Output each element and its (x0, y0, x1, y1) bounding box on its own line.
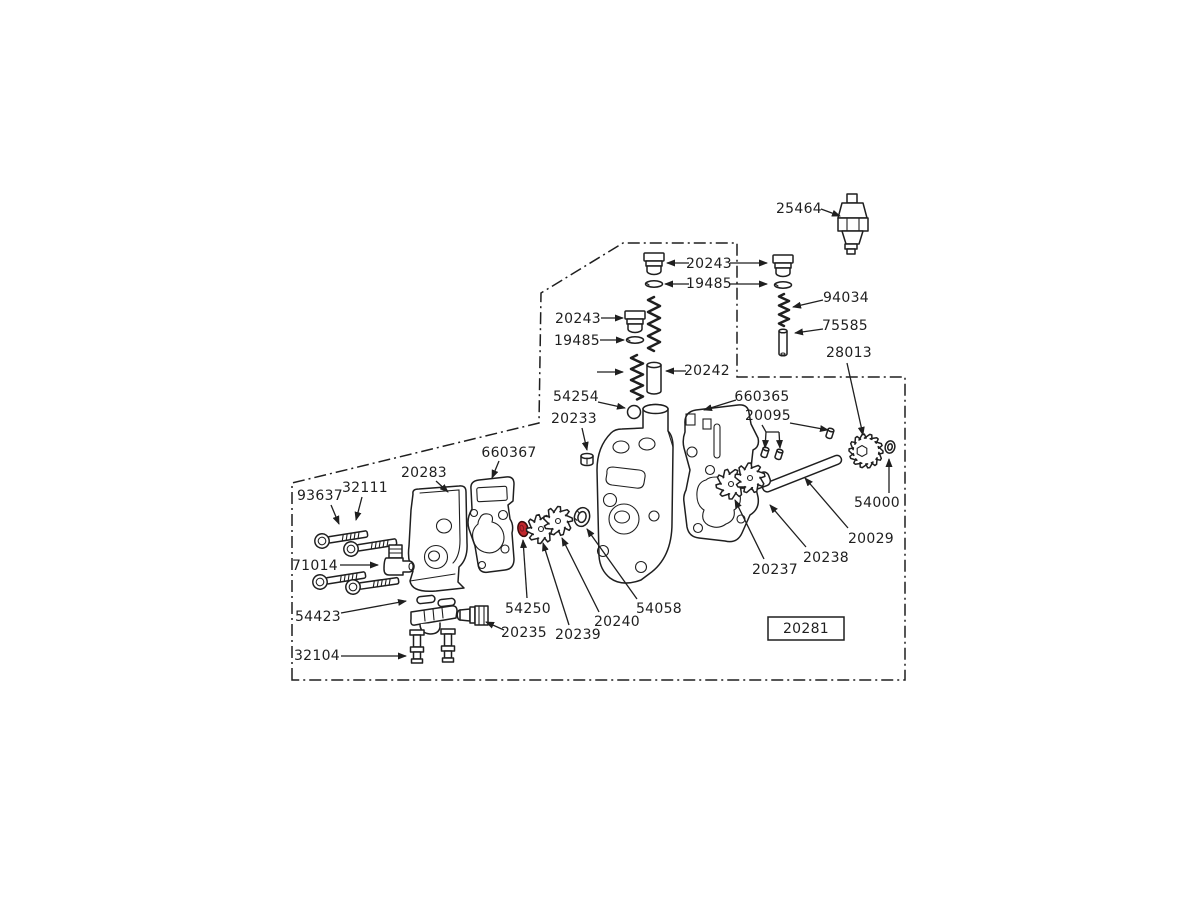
gears-layer (525, 433, 884, 545)
gasket-660367 (467, 476, 515, 574)
pump-gear-20240 (542, 505, 574, 537)
gasket-19485-center (644, 280, 664, 288)
part-label-93637: 93637 (297, 488, 343, 504)
leader-660367 (491, 460, 500, 479)
part-label-20237: 20237 (752, 562, 798, 578)
check-ball-54254 (626, 404, 642, 420)
drive-shaft-20029 (761, 454, 843, 493)
leader-20095 (789, 422, 829, 432)
leader-20095 (761, 424, 779, 433)
part-label-94034: 94034 (823, 290, 869, 306)
leader-20095 (762, 431, 769, 449)
thrust-washer-54000 (884, 440, 896, 454)
pump-body (596, 403, 674, 584)
leader-28013 (846, 362, 865, 436)
pump-gear-20239-bore (537, 525, 545, 533)
drive-pin-20095-b (773, 447, 785, 461)
part-label-54423: 54423 (295, 609, 341, 625)
pump-gear-20238 (734, 462, 766, 494)
part-label-20029: 20029 (848, 531, 894, 547)
boundary-outline (291, 242, 906, 681)
leader-54423 (340, 599, 407, 614)
part-label-20238: 20238 (803, 550, 849, 566)
relief-spring-center (646, 295, 662, 353)
assembly-ref-label: 20281 (783, 621, 829, 637)
elbow-fitting-71014 (383, 544, 415, 576)
stud-32104-a (409, 629, 425, 664)
part-label-660365: 660365 (734, 389, 789, 405)
pickup-cover (410, 605, 458, 635)
drive-pin-20095-a (759, 445, 771, 459)
part-label-54250: 54250 (505, 601, 551, 617)
seal-ring-54058 (573, 506, 591, 528)
pump-gear-20240-bore (554, 517, 562, 525)
gasket-19485-left (625, 336, 645, 344)
part-label-20283: 20283 (401, 465, 447, 481)
leader-20240 (561, 537, 600, 613)
spring-94034 (777, 292, 791, 328)
leader-54058 (586, 528, 638, 600)
leader-54250 (520, 539, 528, 599)
assembly-ref-box (767, 616, 845, 641)
leader-20235 (485, 621, 505, 631)
gasket-19485-right (773, 281, 793, 289)
part-label-54000: 54000 (854, 495, 900, 511)
leader-32111 (354, 496, 363, 521)
part-label-54058: 54058 (636, 601, 682, 617)
part-label-660367: 660367 (481, 445, 536, 461)
cap-20243-right (772, 254, 794, 278)
part-label-20243: 20243 (686, 256, 732, 272)
leader-20239 (542, 542, 570, 626)
leader-20283 (435, 480, 449, 493)
plug-20235 (456, 605, 489, 626)
leader-94034 (792, 299, 824, 309)
pump-gear-20237-bore (727, 480, 735, 488)
labels-layer: 20281 25464 20243 19485 20243 19485 94034 75585… (292, 201, 900, 664)
cap-20243-center (643, 252, 665, 276)
relief-plunger-20242 (646, 361, 662, 395)
leader-20237 (734, 499, 765, 560)
part-label-75585: 75585 (822, 318, 868, 334)
part-label-19485: 19485 (686, 276, 732, 292)
part-label-19485: 19485 (554, 333, 600, 349)
drive-gear-28013 (848, 433, 884, 469)
pump-gear-20238-bore (746, 474, 754, 482)
plunger-pin-75585 (778, 328, 788, 357)
bypass-spring-left (629, 353, 645, 401)
part-label-32111: 32111 (342, 480, 388, 496)
part-label-20240: 20240 (594, 614, 640, 630)
part-label-20235: 20235 (501, 625, 547, 641)
leader-54254 (597, 401, 626, 410)
leader-25464 (820, 208, 841, 217)
part-label-20095: 20095 (745, 408, 791, 424)
leader-20029 (804, 477, 849, 529)
leader-20238 (769, 504, 807, 548)
leader-660365 (703, 399, 737, 411)
part-label-20239: 20239 (555, 627, 601, 643)
part-label-20242: 20242 (684, 363, 730, 379)
leader-93637 (330, 504, 340, 525)
nut-20233 (580, 452, 594, 467)
part-label-25464: 25464 (776, 201, 822, 217)
flat-gaskets-54423 (416, 594, 456, 608)
pressure-sender-25464 (837, 193, 869, 255)
part-label-20233: 20233 (551, 411, 597, 427)
cap-20243-left (624, 310, 646, 334)
leader-75585 (794, 328, 824, 336)
leader-20233 (581, 427, 589, 451)
leader-20095 (776, 431, 783, 449)
drive-gear-28013-hex-bore (856, 444, 868, 458)
part-label-71014: 71014 (292, 558, 338, 574)
stud-32104-b (440, 628, 456, 663)
part-label-54254: 54254 (553, 389, 599, 405)
part-label-32104: 32104 (294, 648, 340, 664)
part-label-28013: 28013 (826, 345, 872, 361)
cover-plate-20283 (407, 485, 468, 593)
part-label-20243: 20243 (555, 311, 601, 327)
